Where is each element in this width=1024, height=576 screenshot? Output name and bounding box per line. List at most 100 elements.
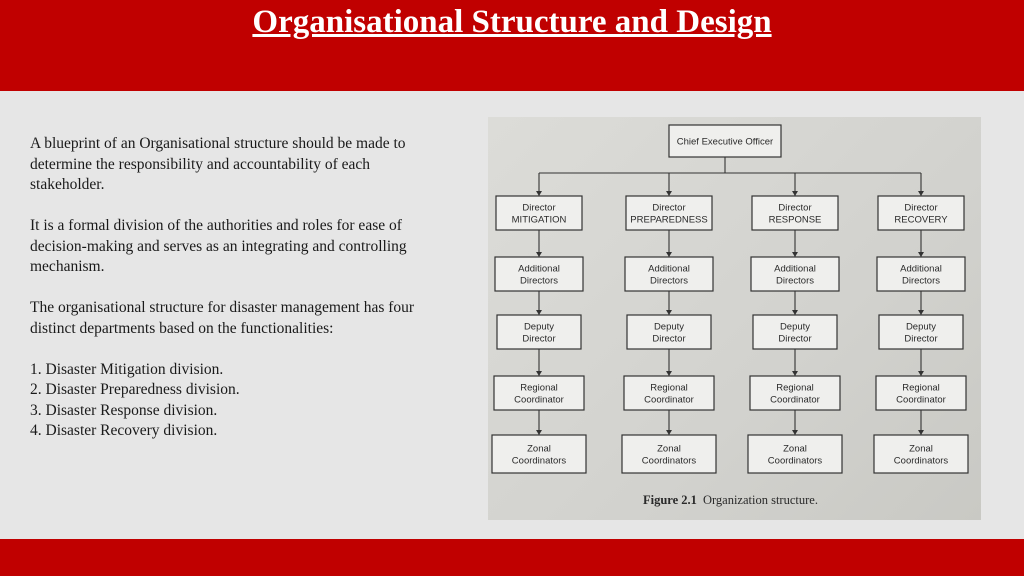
org-box-label: Director bbox=[652, 203, 685, 214]
arrow-head bbox=[536, 430, 542, 435]
org-box-label: Coordinator bbox=[644, 395, 694, 406]
figure-caption: Figure 2.1 Organization structure. bbox=[643, 493, 818, 508]
arrow-head bbox=[666, 430, 672, 435]
org-box-label: Directors bbox=[520, 276, 558, 287]
org-box-label: Regional bbox=[520, 383, 558, 394]
caption-text: Organization structure. bbox=[702, 493, 818, 507]
org-box-label: Zonal bbox=[783, 444, 807, 455]
org-box-frame bbox=[496, 314, 582, 350]
arrow-head bbox=[536, 371, 542, 376]
org-box-label: Coordinator bbox=[896, 395, 946, 406]
arrow-head bbox=[666, 371, 672, 376]
org-box-label: Coordinator bbox=[770, 395, 820, 406]
arrow-head bbox=[666, 191, 672, 196]
org-box-frame bbox=[491, 434, 587, 474]
org-box-frame bbox=[873, 434, 969, 474]
org-box-label: Director bbox=[778, 334, 811, 345]
org-box-label: Directors bbox=[776, 276, 814, 287]
org-box-frame bbox=[623, 375, 715, 411]
org-box-label: Director bbox=[904, 334, 937, 345]
org-box-frame bbox=[747, 434, 843, 474]
arrow-head bbox=[792, 430, 798, 435]
org-box-label: Additional bbox=[774, 264, 816, 275]
org-box-frame bbox=[625, 195, 713, 231]
org-box-label: Director bbox=[652, 334, 685, 345]
org-box-label: Director bbox=[522, 203, 555, 214]
arrow-head bbox=[792, 252, 798, 257]
org-box-frame bbox=[493, 375, 585, 411]
body-text: A blueprint of an Organisational structu… bbox=[30, 134, 440, 442]
arrow-head bbox=[666, 310, 672, 315]
arrow-head bbox=[918, 252, 924, 257]
org-box-frame bbox=[875, 375, 967, 411]
arrow-head bbox=[792, 371, 798, 376]
org-box-label: Coordinators bbox=[768, 456, 823, 467]
org-box-label: Regional bbox=[650, 383, 688, 394]
org-box-label: Coordinators bbox=[512, 456, 567, 467]
arrow-head bbox=[536, 191, 542, 196]
org-box-label: Coordinator bbox=[514, 395, 564, 406]
org-box-label: Additional bbox=[900, 264, 942, 275]
org-box-frame bbox=[624, 256, 714, 292]
org-box-label: Additional bbox=[648, 264, 690, 275]
org-box-label: Deputy bbox=[780, 322, 810, 333]
paragraph-1: A blueprint of an Organisational structu… bbox=[30, 135, 406, 193]
org-box-frame bbox=[621, 434, 717, 474]
org-box-frame bbox=[494, 256, 584, 292]
arrow-head bbox=[666, 252, 672, 257]
root-box-frame bbox=[668, 124, 782, 158]
caption-label: Figure 2.1 bbox=[643, 493, 697, 507]
org-box-label: Director bbox=[522, 334, 555, 345]
org-box-frame bbox=[876, 256, 966, 292]
header-bar: Organisational Structure and Design bbox=[0, 0, 1024, 91]
arrow-head bbox=[536, 252, 542, 257]
root-box: Chief Executive Officer bbox=[668, 124, 782, 158]
arrow-head bbox=[536, 310, 542, 315]
org-box-label: RESPONSE bbox=[769, 215, 822, 226]
org-box-frame bbox=[749, 375, 841, 411]
arrow-head bbox=[918, 191, 924, 196]
root-box-label: Chief Executive Officer bbox=[677, 137, 773, 148]
slide-title: Organisational Structure and Design bbox=[252, 4, 772, 40]
org-box-label: Regional bbox=[902, 383, 940, 394]
org-box-label: Deputy bbox=[654, 322, 684, 333]
division-list: 1. Disaster Mitigation division. 2. Disa… bbox=[30, 360, 440, 442]
arrow-head bbox=[918, 310, 924, 315]
arrow-head bbox=[918, 371, 924, 376]
list-item: 1. Disaster Mitigation division. bbox=[30, 360, 224, 378]
org-box-label: Coordinators bbox=[642, 456, 697, 467]
org-box-label: Director bbox=[778, 203, 811, 214]
org-box-label: Zonal bbox=[909, 444, 933, 455]
list-item: 2. Disaster Preparedness division. bbox=[30, 381, 240, 398]
org-box-label: Deputy bbox=[906, 322, 936, 333]
org-box-label: Directors bbox=[650, 276, 688, 287]
org-box-label: Additional bbox=[518, 264, 560, 275]
org-box-label: Zonal bbox=[657, 444, 681, 455]
org-box-label: Directors bbox=[902, 276, 940, 287]
arrow-head bbox=[792, 191, 798, 196]
org-box-label: Regional bbox=[776, 383, 814, 394]
paragraph-3: The organisational structure for disaste… bbox=[30, 299, 415, 337]
org-box-label: Zonal bbox=[527, 444, 551, 455]
org-box-label: Director bbox=[904, 203, 937, 214]
arrow-head bbox=[792, 310, 798, 315]
org-box-label: PREPAREDNESS bbox=[630, 215, 707, 226]
org-chart-svg: Chief Executive OfficerDirectorMITIGATIO… bbox=[491, 124, 969, 474]
